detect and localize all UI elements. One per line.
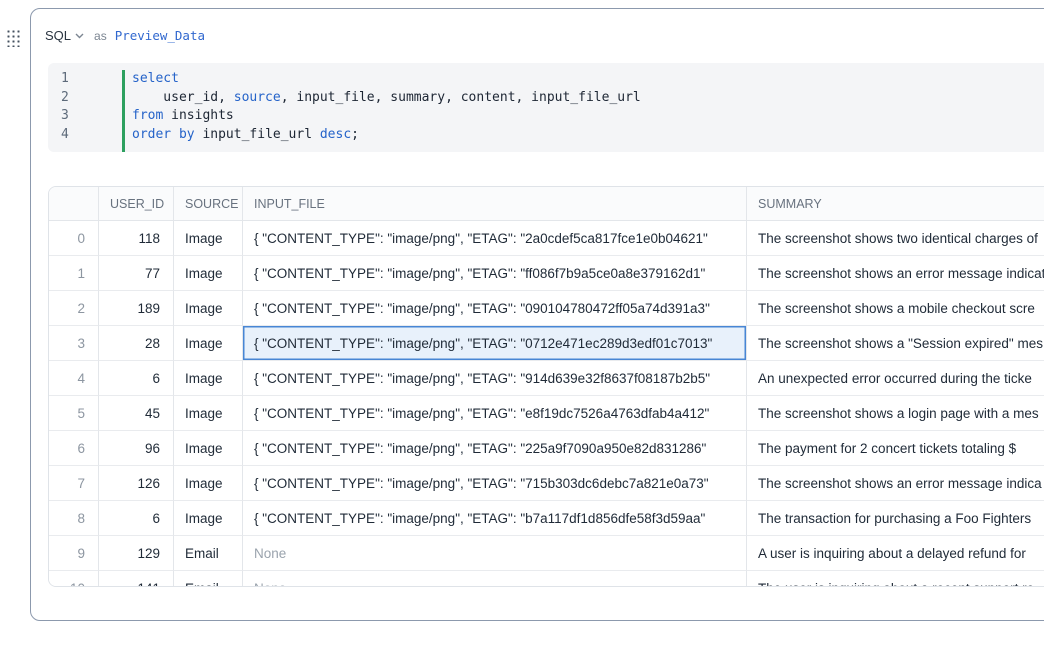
cell-summary[interactable]: The screenshot shows a login page with a… [747,396,1044,431]
cell-input_file[interactable]: None [243,536,747,571]
cell-index[interactable]: 6 [49,431,99,466]
cell-input_file[interactable]: None [243,571,747,586]
table-row: 10141EmailNoneThe user is inquiring abou… [49,571,1044,586]
cell-user_id[interactable]: 96 [99,431,174,466]
column-header-user_id[interactable]: USER_ID [99,187,174,221]
line-number: 2 [61,89,69,105]
cell-index[interactable]: 4 [49,361,99,396]
cell-user_id[interactable]: 77 [99,256,174,291]
cell-summary[interactable]: The screenshot shows two identical charg… [747,221,1044,256]
cell-source[interactable]: Image [174,501,243,536]
cell-source[interactable]: Image [174,221,243,256]
cell-summary[interactable]: The transaction for purchasing a Foo Fig… [747,501,1044,536]
as-label: as [94,28,107,43]
cell-user_id[interactable]: 6 [99,361,174,396]
cell-user_id[interactable]: 141 [99,571,174,586]
line-number: 3 [61,108,69,123]
cell-input_file[interactable]: { "CONTENT_TYPE": "image/png", "ETAG": "… [243,466,747,501]
cell-source[interactable]: Image [174,361,243,396]
cell-input_file[interactable]: { "CONTENT_TYPE": "image/png", "ETAG": "… [243,361,747,396]
cell-user_id[interactable]: 28 [99,326,174,361]
cell-type-label: SQL [45,28,72,43]
cell-input_file[interactable]: { "CONTENT_TYPE": "image/png", "ETAG": "… [243,326,747,361]
cell-index[interactable]: 10 [49,571,99,586]
cell-index[interactable]: 5 [49,396,99,431]
cell-summary[interactable]: The payment for 2 concert tickets totali… [747,431,1044,466]
drag-handle-icon[interactable] [6,29,20,47]
cell-index[interactable]: 8 [49,501,99,536]
cell-summary[interactable]: The screenshot shows a "Session expired"… [747,326,1044,361]
column-header-source[interactable]: SOURCE [174,187,243,221]
cell-user_id[interactable]: 189 [99,291,174,326]
cell-source[interactable]: Email [174,571,243,586]
cell-index[interactable]: 1 [49,256,99,291]
cell-user_id[interactable]: 45 [99,396,174,431]
cell-index[interactable]: 9 [49,536,99,571]
cell-index[interactable]: 2 [49,291,99,326]
cell-user_id[interactable]: 126 [99,466,174,501]
cell-source[interactable]: Email [174,536,243,571]
cell-summary[interactable]: The screenshot shows an error message in… [747,466,1044,501]
cell-source[interactable]: Image [174,291,243,326]
line-number-gutter: 1 2 3 4 [48,70,82,152]
code-line[interactable]: order by input_file_url desc; [132,126,359,142]
cell-summary[interactable]: The user is inquiring about a recent sup… [747,571,1044,586]
cell-input_file[interactable]: { "CONTENT_TYPE": "image/png", "ETAG": "… [243,256,747,291]
line-number: 4 [61,126,69,142]
cell-index[interactable]: 7 [49,466,99,501]
cell-name-link[interactable]: Preview_Data [114,28,206,43]
sql-code[interactable]: select user_id, source, input_file, summ… [122,70,641,152]
cell-summary[interactable]: A user is inquiring about a delayed refu… [747,536,1044,571]
line-number: 1 [61,71,69,86]
cell-summary[interactable]: The screenshot shows a mobile checkout s… [747,291,1044,326]
cell-source[interactable]: Image [174,396,243,431]
code-line[interactable]: user_id, source, input_file, summary, co… [132,89,641,105]
cell-input_file[interactable]: { "CONTENT_TYPE": "image/png", "ETAG": "… [243,431,747,466]
chevron-down-icon [75,33,84,39]
column-header-summary[interactable]: SUMMARY [747,187,1044,221]
cell-summary[interactable]: The screenshot shows an error message in… [747,256,1044,291]
cell-type-dropdown[interactable]: SQL [45,28,84,43]
code-line[interactable]: from insights [132,108,234,123]
column-header-input_file[interactable]: INPUT_FILE [243,187,747,221]
sql-editor[interactable]: 1 2 3 4 select user_id, source, input_file,… [48,63,1044,152]
cell-source[interactable]: Image [174,256,243,291]
cell-user_id[interactable]: 6 [99,501,174,536]
cell-input_file[interactable]: { "CONTENT_TYPE": "image/png", "ETAG": "… [243,291,747,326]
column-header-index[interactable] [49,187,99,221]
cell-user_id[interactable]: 129 [99,536,174,571]
cell-index[interactable]: 3 [49,326,99,361]
cell-source[interactable]: Image [174,431,243,466]
cell-source[interactable]: Image [174,326,243,361]
cell-user_id[interactable]: 118 [99,221,174,256]
cell-index[interactable]: 0 [49,221,99,256]
cell-summary[interactable]: An unexpected error occurred during the … [747,361,1044,396]
cell-input_file[interactable]: { "CONTENT_TYPE": "image/png", "ETAG": "… [243,221,747,256]
code-line[interactable]: select [132,71,179,86]
cell-input_file[interactable]: { "CONTENT_TYPE": "image/png", "ETAG": "… [243,396,747,431]
cell-source[interactable]: Image [174,466,243,501]
cell-input_file[interactable]: { "CONTENT_TYPE": "image/png", "ETAG": "… [243,501,747,536]
cell-header: SQL as Preview_Data [45,28,205,43]
